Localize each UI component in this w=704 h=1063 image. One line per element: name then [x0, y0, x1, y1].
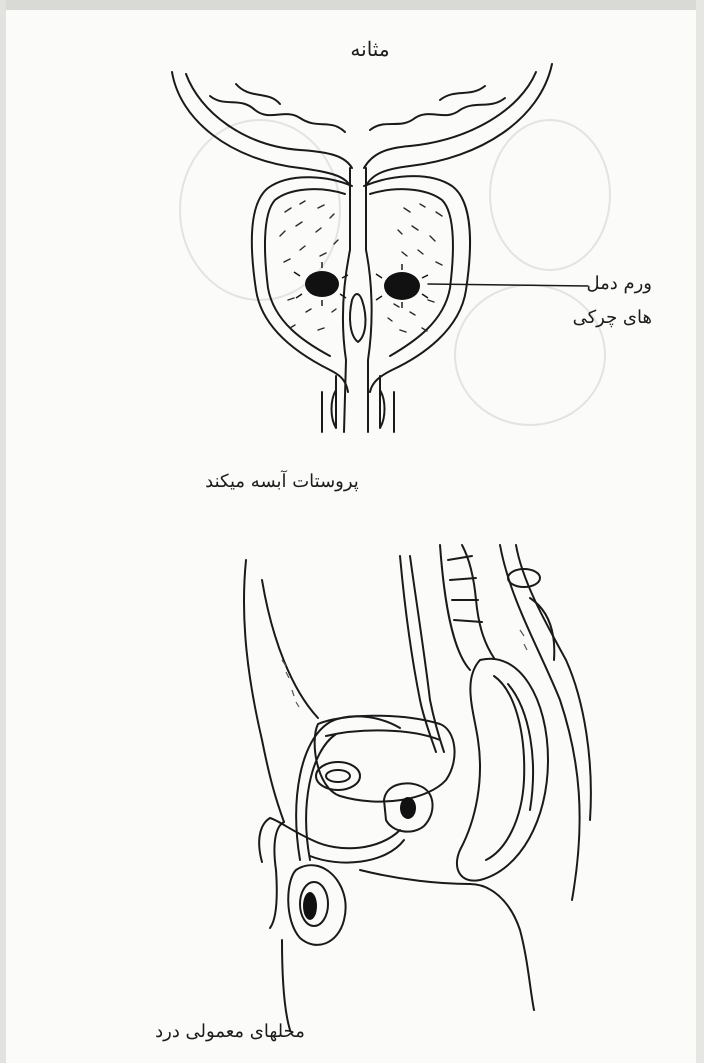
bladder-sagittal [315, 716, 455, 802]
rectum-fold [508, 684, 533, 810]
label-abscess-line2: های چرکی [592, 308, 652, 329]
sacrum-inner [530, 598, 554, 660]
vas-deferens-inner [306, 734, 336, 860]
abdomen-outline [244, 560, 284, 822]
ureter [400, 556, 436, 752]
spine-front [440, 545, 494, 670]
urethra-sagittal-lower [310, 840, 404, 863]
prostate-spot [400, 797, 416, 819]
caption-pain-locations: محلهای معمولی درد [150, 1022, 310, 1043]
thigh-outline [282, 940, 290, 1030]
bladder-top-fold [326, 730, 440, 740]
abdominal-wall [262, 580, 318, 718]
pubic-bone [316, 762, 360, 790]
rectum-inner [486, 676, 524, 860]
penis-upper [270, 822, 284, 928]
caption-prostate-abscess: پروستات آبسه میکند [182, 472, 382, 493]
perineum-contour [360, 870, 534, 1010]
label-bladder: مثانه [330, 38, 410, 61]
shading [282, 630, 527, 707]
penis-tip [259, 818, 270, 862]
urethra-sagittal [270, 818, 400, 848]
testis-spot [303, 892, 317, 920]
pubic-bone-inner [326, 770, 350, 782]
back-outline [500, 545, 580, 900]
label-abscess-line1: ورم دمل [592, 274, 652, 295]
